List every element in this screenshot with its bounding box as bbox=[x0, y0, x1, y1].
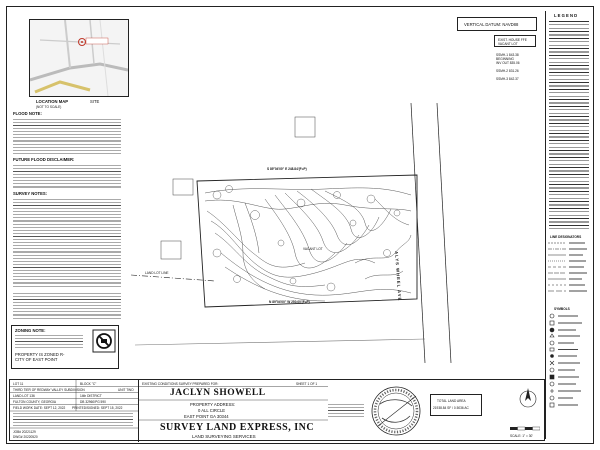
elevation-2: BEGINNING bbox=[496, 57, 514, 61]
company-contact bbox=[328, 404, 364, 418]
vertical-datum-label: VERTICAL DATUM: NAVD88 bbox=[464, 22, 519, 27]
surveyor-seal bbox=[371, 386, 421, 436]
zoning-line-2: CITY OF EAST POINT bbox=[15, 357, 58, 362]
plat-date: PRINTED/SIGNED: SEPT 15, 2022 bbox=[72, 406, 123, 410]
row-line-right bbox=[436, 103, 452, 363]
elevation-3: INV OUT 835.06 bbox=[496, 61, 520, 65]
grid-notes bbox=[13, 413, 133, 427]
adjacent-lot-north bbox=[294, 116, 316, 138]
land-area-box: TOTAL LAND AREA 21938.84 SF / 0.5036 AC bbox=[430, 394, 482, 416]
line-designator-samples bbox=[548, 242, 587, 292]
legend-title: L E G E N D bbox=[554, 13, 578, 18]
land-area-label: TOTAL LAND AREA bbox=[437, 399, 466, 403]
land-lot: LAND LOT 136 bbox=[13, 394, 35, 398]
symbol-samples bbox=[549, 313, 582, 408]
sheet-number: SHEET 1 OF 1 bbox=[296, 382, 318, 386]
grid-lines bbox=[10, 380, 138, 429]
dwg-number: DWG# 20220520 bbox=[13, 435, 38, 439]
survey-type: EXISTING CONDITIONS SURVEY PREPARED FOR: bbox=[142, 382, 219, 386]
property-boundary bbox=[196, 174, 418, 308]
certification-text bbox=[13, 293, 121, 319]
location-map: LOCATION MAP (NOT TO SCALE) SITE bbox=[29, 19, 129, 109]
address-label: PROPERTY ADDRESS: bbox=[190, 402, 236, 407]
zoning-box: ZONING NOTE: PROPERTY IS ZONED R- CITY O… bbox=[11, 325, 119, 369]
adjacent-lot-west bbox=[160, 240, 182, 260]
row-line-left bbox=[410, 103, 426, 363]
title-block: LOT 11 BLOCK "C" THIRD TIER OF REDWAY VA… bbox=[9, 379, 545, 442]
address-line-1: 0 ALL CIRCLE bbox=[198, 408, 226, 413]
flood-note-heading: FLOOD NOTE: bbox=[13, 111, 42, 116]
north-arrow-icon bbox=[519, 388, 537, 408]
zoning-line-1: PROPERTY IS ZONED R- bbox=[15, 352, 65, 357]
deed-book: DB 32960/PG 590 bbox=[80, 400, 106, 404]
elev-box-line-2: VACANT LOT bbox=[498, 41, 518, 46]
legend-entries-top bbox=[549, 21, 589, 231]
line-designators-heading: LINE DESIGNATORS bbox=[550, 235, 582, 239]
company-name: SURVEY LAND EXPRESS, INC bbox=[160, 422, 315, 433]
company-subtitle: LAND SURVEYING SERVICES bbox=[192, 434, 256, 439]
field-date: FIELD WORK DATE: SEPT 12, 2022 bbox=[13, 406, 66, 410]
lot-number: LOT 11 bbox=[13, 382, 24, 386]
job-number: JOB# 20221129 bbox=[13, 430, 36, 434]
survey-notes-text bbox=[13, 199, 121, 289]
unit-label: UNIT TWO bbox=[118, 388, 134, 392]
future-flood-text bbox=[13, 165, 121, 189]
subdivision-name: THIRD TIER OF REDWAY VALLEY SUBDIVISION bbox=[13, 388, 85, 392]
scale-label: SCALE: 1" = 30' bbox=[510, 434, 533, 438]
north-bearing-label: S 89°04'00" E 248.84'(F=P) bbox=[267, 167, 307, 171]
location-map-graphic bbox=[29, 19, 129, 97]
site-plan-drawing bbox=[130, 103, 452, 363]
vacant-lot-label: VACANT LOT bbox=[303, 247, 323, 251]
client-name: JACLYN SHOWELL bbox=[170, 388, 266, 398]
elevation-5: SSMH-3 842.37 bbox=[496, 77, 519, 81]
block-label: BLOCK "C" bbox=[80, 382, 97, 386]
location-map-caption: LOCATION MAP bbox=[36, 99, 69, 104]
zoning-notes bbox=[15, 335, 83, 349]
elev-box-line-1: EXIST. HOUSE FFE bbox=[498, 37, 527, 42]
location-map-site-label: SITE bbox=[90, 99, 100, 104]
survey-sheet: LOCATION MAP (NOT TO SCALE) SITE FLOOD N… bbox=[6, 6, 594, 444]
location-map-caption-sub: (NOT TO SCALE) bbox=[36, 105, 62, 109]
legend-panel: L E G E N D LINE DESIGNATORS bbox=[545, 11, 592, 439]
elevation-4: SSMH-2 831.26 bbox=[496, 69, 519, 73]
title-divider-lines bbox=[138, 386, 328, 421]
adjacent-lot-northwest bbox=[172, 178, 194, 196]
symbols-heading: SYMBOLS bbox=[554, 307, 570, 311]
scale-bar bbox=[510, 426, 540, 431]
survey-notes-heading: SURVEY NOTES: bbox=[13, 191, 48, 196]
south-bearing-label: N 89°04'00" W 250.00'(F=P) bbox=[269, 300, 310, 304]
land-lot-label: LAND LOT LINE bbox=[145, 271, 169, 275]
land-area-value: 21938.84 SF / 0.5036 AC bbox=[433, 406, 469, 410]
tree-symbols bbox=[212, 185, 401, 292]
address-line-2: EAST POINT GA 30344 bbox=[184, 414, 229, 419]
future-flood-heading: FUTURE FLOOD DISCLAIMER: bbox=[13, 157, 75, 162]
no-entry-icon bbox=[92, 329, 116, 353]
elevation-box: EXIST. HOUSE FFE VACANT LOT bbox=[494, 35, 536, 47]
flood-note-text bbox=[13, 119, 121, 155]
contour-lines bbox=[204, 187, 412, 302]
zoning-title: ZONING NOTE: bbox=[15, 328, 46, 333]
elevation-1: SSMH-1 843.38 bbox=[496, 53, 519, 57]
county: FULTON COUNTY, GEORGIA bbox=[13, 400, 57, 404]
district: 14th DISTRICT bbox=[80, 394, 102, 398]
vertical-datum-box: VERTICAL DATUM: NAVD88 bbox=[457, 17, 537, 31]
lot-info-grid: LOT 11 BLOCK "C" THIRD TIER OF REDWAY VA… bbox=[10, 380, 139, 442]
